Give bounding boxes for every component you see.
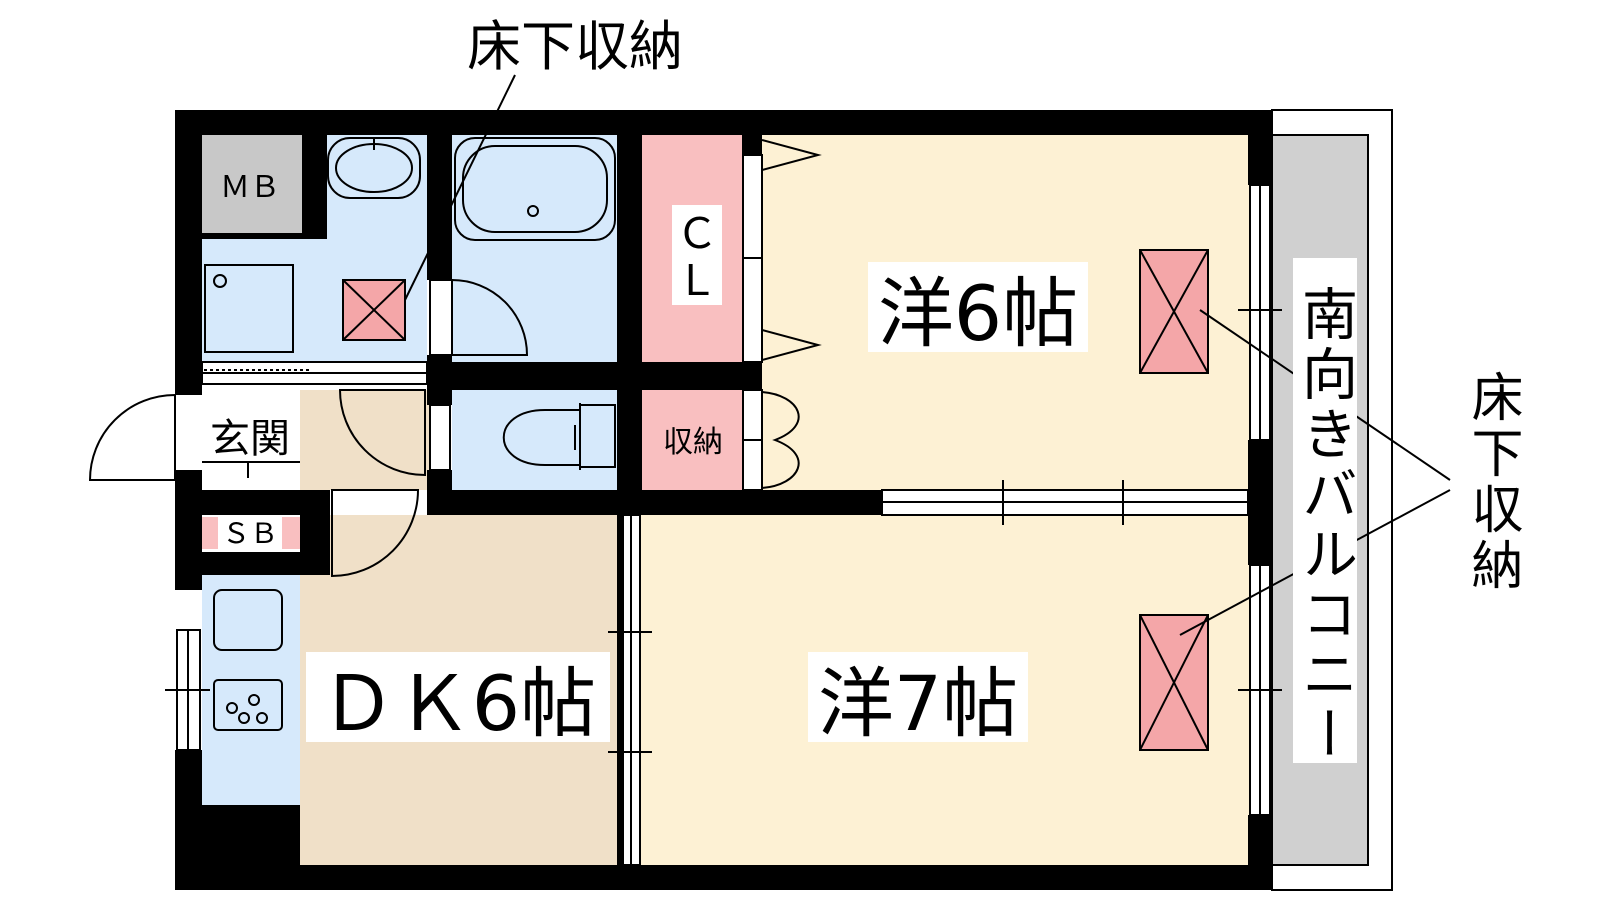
label-mb: ＭＢ	[220, 170, 280, 205]
label-cl-l: Ｌ	[676, 256, 718, 305]
label-balcony: 南向きバルコニー	[1293, 285, 1358, 765]
labels: 床下収納 ＭＢ Ｃ Ｌ 収納 玄関 ＳＢ 洋6帖 洋7帖 ＤＫ6帖 南向きバルコ…	[210, 15, 1522, 765]
kitchen-counter	[202, 575, 300, 805]
toilet	[452, 390, 617, 490]
meter-box	[202, 135, 302, 233]
label-room-dk6: ＤＫ6帖	[320, 659, 596, 748]
label-underfloor-right: 床下収納	[1462, 370, 1522, 594]
label-entrance: 玄関	[210, 416, 290, 462]
label-sb: ＳＢ	[222, 517, 278, 550]
label-cl-c: Ｃ	[676, 209, 718, 258]
windows	[165, 184, 1282, 866]
underfloor-hatch-wash	[342, 279, 406, 341]
label-room-western6: 洋6帖	[878, 269, 1078, 358]
fixtures	[202, 137, 616, 731]
doors	[88, 139, 822, 578]
underfloor-hatch-western7	[1139, 614, 1209, 751]
bathroom	[452, 135, 617, 365]
closet-storage	[642, 390, 742, 490]
balcony	[1271, 109, 1393, 891]
underfloor-hatches	[342, 249, 1209, 751]
label-underfloor-top: 床下収納	[467, 15, 683, 78]
label-room-western7: 洋7帖	[818, 659, 1018, 748]
label-storage: 収納	[663, 425, 723, 460]
walls	[175, 110, 1272, 890]
underfloor-hatch-western6	[1139, 249, 1209, 374]
entrance-floor	[202, 390, 300, 470]
